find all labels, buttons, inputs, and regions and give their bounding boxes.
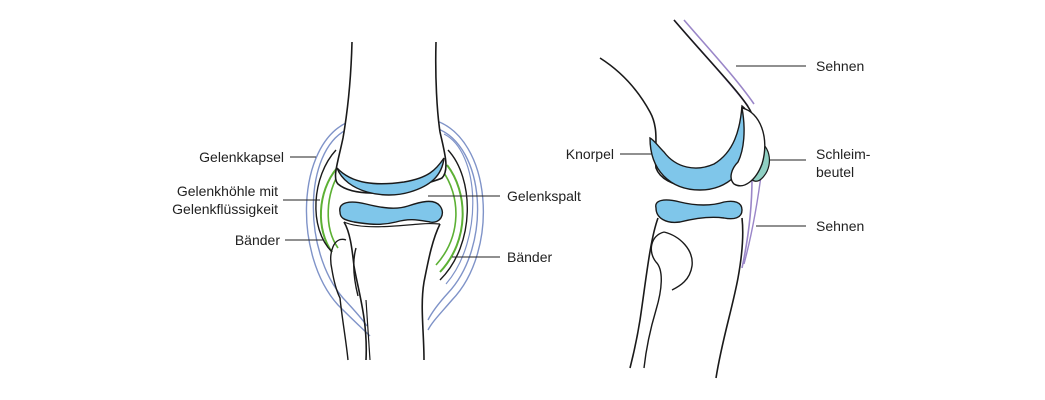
label-bursa-line2: beutel: [816, 164, 855, 180]
label-joint-gap: Gelenkspalt: [507, 188, 581, 204]
ligament-right-outer: [439, 164, 464, 273]
tibia-plateau: [343, 221, 441, 228]
label-joint-cavity-line2: Gelenkflüssigkeit: [172, 201, 278, 217]
side-view-leaders: [620, 65, 806, 227]
label-tendons-bottom: Sehnen: [816, 218, 865, 234]
side-tibia-cartilage: [655, 199, 743, 224]
tibia-bone: [343, 221, 441, 361]
fibula-head: [330, 238, 359, 361]
side-fibula-head: [643, 231, 693, 369]
label-joint-cavity-line1: Gelenkhöhle mit: [176, 183, 278, 199]
label-ligaments-left: Bänder: [234, 232, 280, 248]
side-femur-cartilage: [649, 104, 753, 191]
side-tibia-bone: [629, 217, 744, 379]
label-ligaments-right: Bänder: [507, 249, 553, 265]
front-view-leaders: [283, 156, 500, 258]
label-joint-capsule: Gelenkkapsel: [199, 149, 284, 165]
tibia-cartilage: [339, 200, 444, 225]
femur-cartilage: [336, 157, 445, 196]
label-tendons-top: Sehnen: [816, 58, 865, 74]
front-view-knee: [305, 41, 485, 361]
femur-bone: [334, 41, 447, 194]
side-view-knee: [599, 19, 771, 379]
capsule-lining-right: [439, 149, 468, 281]
tendon-bottom: [741, 177, 753, 269]
label-bursa-line1: Schleim-: [816, 146, 871, 162]
ligament-left-outer: [320, 167, 338, 253]
joint-capsule-outer: [305, 119, 485, 337]
joint-capsule-third: [443, 133, 474, 285]
capsule-lining-left: [315, 149, 337, 253]
ligament-right-inner: [435, 169, 457, 266]
joint-capsule-inner: [312, 127, 479, 327]
patella: [730, 107, 766, 187]
fibula-shaft-line: [365, 299, 371, 361]
label-cartilage: Knorpel: [565, 146, 614, 162]
tendon-top-2: [683, 19, 755, 105]
